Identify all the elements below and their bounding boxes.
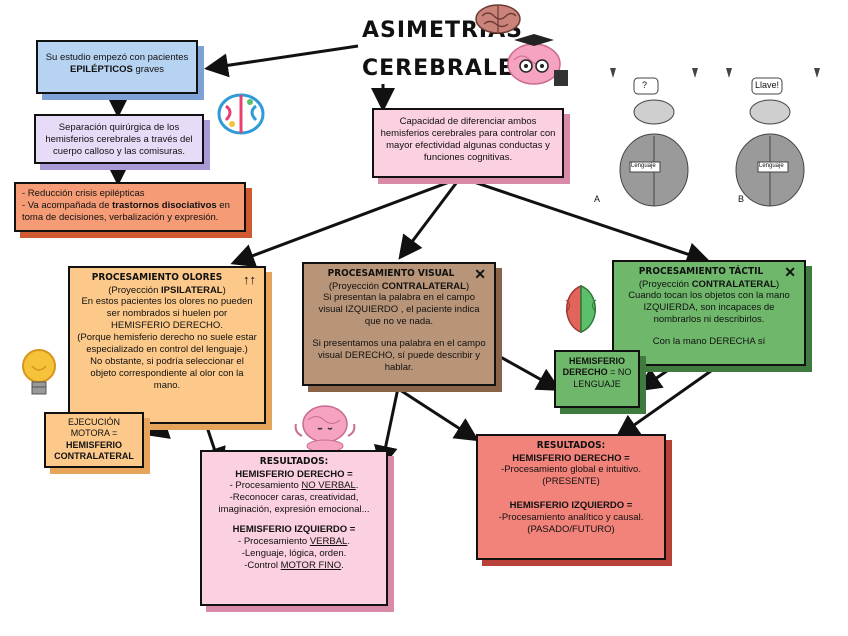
effects-line-2-post: en toma de decisiones, verbalización y e… xyxy=(22,199,230,223)
olores-p3: No obstante, si podría seleccionar el ob… xyxy=(90,355,244,391)
ejecucion-line-2: MOTORA = xyxy=(70,428,118,439)
resultados-right-der-title: HEMISFERIO DERECHO = xyxy=(512,452,630,464)
tactil-proj-post: ) xyxy=(775,278,780,290)
study-pre: Su estudio empezó con pacientes xyxy=(45,52,189,63)
resultados-left-der-l2: -Reconocer caras, creatividad, imaginaci… xyxy=(218,492,370,516)
arrow-capacity-to-visual xyxy=(398,177,462,260)
visual-p1: Si presentan la palabra en el campo visu… xyxy=(318,292,480,328)
screen-a-text: Lenguaje xyxy=(631,163,656,169)
brain-mascot-graduate-icon xyxy=(507,34,568,86)
resultados-right-izq-title: HEMISFERIO IZQUIERDO = xyxy=(509,500,633,512)
resultados-left-heading: RESULTADOS: xyxy=(259,456,329,467)
tactil-p1: Cuando tocan los objetos con la mano IZQ… xyxy=(628,290,790,326)
olores-heading: PROCESAMIENTO OLORES xyxy=(91,272,223,283)
olores-box: PROCESAMIENTO OLORES ↑↑ (Proyección IPSI… xyxy=(68,266,266,424)
arrow-visual-to-resultados-right xyxy=(399,388,480,442)
resultados-right-der-l2: (PRESENTE) xyxy=(542,476,600,488)
olores-p2: (Porque hemisferio derecho no suele esta… xyxy=(77,332,257,355)
visual-box: PROCESAMIENTO VISUAL ✕ (Proyección CONTR… xyxy=(302,262,496,386)
resultados-left-box: RESULTADOS: HEMISFERIO DERECHO = - Proce… xyxy=(200,450,388,606)
cross-icon-visual: ✕ xyxy=(474,266,486,282)
resultados-left-der-l1-underlined: NO VERBAL xyxy=(301,480,356,492)
experiment-illustration xyxy=(610,68,820,207)
arrow-capacity-to-olores xyxy=(230,176,461,267)
separation-box: Separación quirúrgica de los hemisferios… xyxy=(34,114,204,164)
resultados-left-izq-l2: -Lenguaje, lógica, orden. xyxy=(241,547,347,559)
arrow-capacity-to-tactil xyxy=(461,176,711,266)
ejecucion-line-1: EJECUCIÓN xyxy=(67,417,120,427)
resultados-right-der-l1: -Procesamiento global e intuitivo. xyxy=(501,464,641,476)
visual-p2: Si presentamos una palabra en el campo v… xyxy=(312,338,486,373)
figure-label-b: B xyxy=(738,194,745,204)
resultados-right-izq-l2: (PASADO/FUTURO) xyxy=(527,523,615,535)
half-brain-icon xyxy=(565,284,597,334)
ejecucion-box: EJECUCIÓN MOTORA = HEMISFERIO CONTRALATE… xyxy=(44,412,144,468)
resultados-left-der-l1-pre: - Procesamiento xyxy=(229,480,302,492)
arrow-title-to-study xyxy=(204,44,359,78)
study-bold: EPILÉPTICOS xyxy=(70,63,133,75)
olores-p1: En estos pacientes los olores no pueden … xyxy=(81,296,253,332)
resultados-left-der-title: HEMISFERIO DERECHO = xyxy=(235,468,353,480)
hemisferio-derecho-box: HEMISFERIO DERECHO = NO LENGUAJE xyxy=(554,350,640,408)
effects-line-2-pre: - Va acompañada de xyxy=(22,199,113,211)
bubble-b-text: Llave! xyxy=(755,80,780,90)
screen-b-text: Lenguaje xyxy=(759,163,784,169)
effects-line-1: - Reducción crisis epilépticas xyxy=(22,188,145,199)
visual-proj-pre: (Proyección xyxy=(328,280,382,292)
resultados-left-izq-l3-post: . xyxy=(341,559,344,571)
olores-proj-post: ) xyxy=(222,284,226,296)
arrow-tactil-to-resultados-right xyxy=(615,364,719,439)
olores-proj-bold: IPSILATERAL xyxy=(161,284,223,296)
study-box: Su estudio empezó con pacientes EPILÉPTI… xyxy=(36,40,198,94)
brain-mascot-meditating-icon xyxy=(294,405,356,453)
ejecucion-bold: HEMISFERIO CONTRALATERAL xyxy=(54,439,134,461)
separation-text: Separación quirúrgica de los hemisferios… xyxy=(45,122,193,157)
tactil-proj-bold: CONTRALATERAL xyxy=(691,278,776,290)
title-line-2: CEREBRALES xyxy=(362,56,531,81)
effects-box: - Reducción crisis epilépticas - Va acom… xyxy=(14,182,246,232)
olores-proj-pre: (Proyección xyxy=(108,284,162,296)
arrow-visual-to-hemisferio xyxy=(487,348,562,391)
capacity-text: Capacidad de diferenciar ambos hemisferi… xyxy=(380,116,556,163)
colorful-brain-icon xyxy=(217,93,265,135)
resultados-left-der-l1-post: . xyxy=(355,480,359,492)
visual-proj-post: ) xyxy=(465,280,470,292)
resultados-right-izq-l1: -Procesamiento analítico y causal. xyxy=(498,512,644,523)
bubble-a-text: ? xyxy=(642,80,648,90)
tactil-heading: PROCESAMIENTO TÁCTIL xyxy=(638,266,764,277)
resultados-left-izq-l1-pre: - Procesamiento xyxy=(238,535,310,547)
up-arrows-icon: ↑↑ xyxy=(243,272,256,287)
split-brain-experiment-figure: ? Llave! Lenguaje Lenguaje A B xyxy=(592,60,832,210)
resultados-left-izq-l3-pre: -Control xyxy=(244,559,281,571)
lightbulb-icon xyxy=(22,349,56,395)
tactil-proj-pre: (Proyección xyxy=(638,278,692,290)
visual-proj-bold: CONTRALATERAL xyxy=(381,280,466,292)
hemisferio-derecho-bold: HEMISFERIO DERECHO xyxy=(562,356,625,378)
resultados-right-heading: RESULTADOS: xyxy=(536,440,606,451)
cross-icon-tactil: ✕ xyxy=(784,264,796,280)
resultados-left-izq-l1-post: . xyxy=(347,535,350,547)
resultados-right-box: RESULTADOS: HEMISFERIO DERECHO = -Proces… xyxy=(476,434,666,560)
effects-line-2-bold: trastornos disociativos xyxy=(112,199,217,211)
figure-label-a: A xyxy=(594,194,601,204)
capacity-box: Capacidad de diferenciar ambos hemisferi… xyxy=(372,108,564,178)
tactil-p2: Con la mano DERECHA sí xyxy=(652,336,766,347)
brain-icon xyxy=(475,4,521,34)
hemisferio-derecho-rest: = NO LENGUAJE xyxy=(573,367,632,389)
tactil-box: PROCESAMIENTO TÁCTIL ✕ (Proyección CONTR… xyxy=(612,260,806,366)
study-post: graves xyxy=(132,63,164,75)
visual-heading: PROCESAMIENTO VISUAL xyxy=(327,268,455,279)
resultados-left-izq-l1-underlined: VERBAL xyxy=(309,535,348,547)
resultados-left-izq-title: HEMISFERIO IZQUIERDO = xyxy=(232,524,356,535)
resultados-left-izq-l3-underlined: MOTOR FINO xyxy=(280,559,342,571)
